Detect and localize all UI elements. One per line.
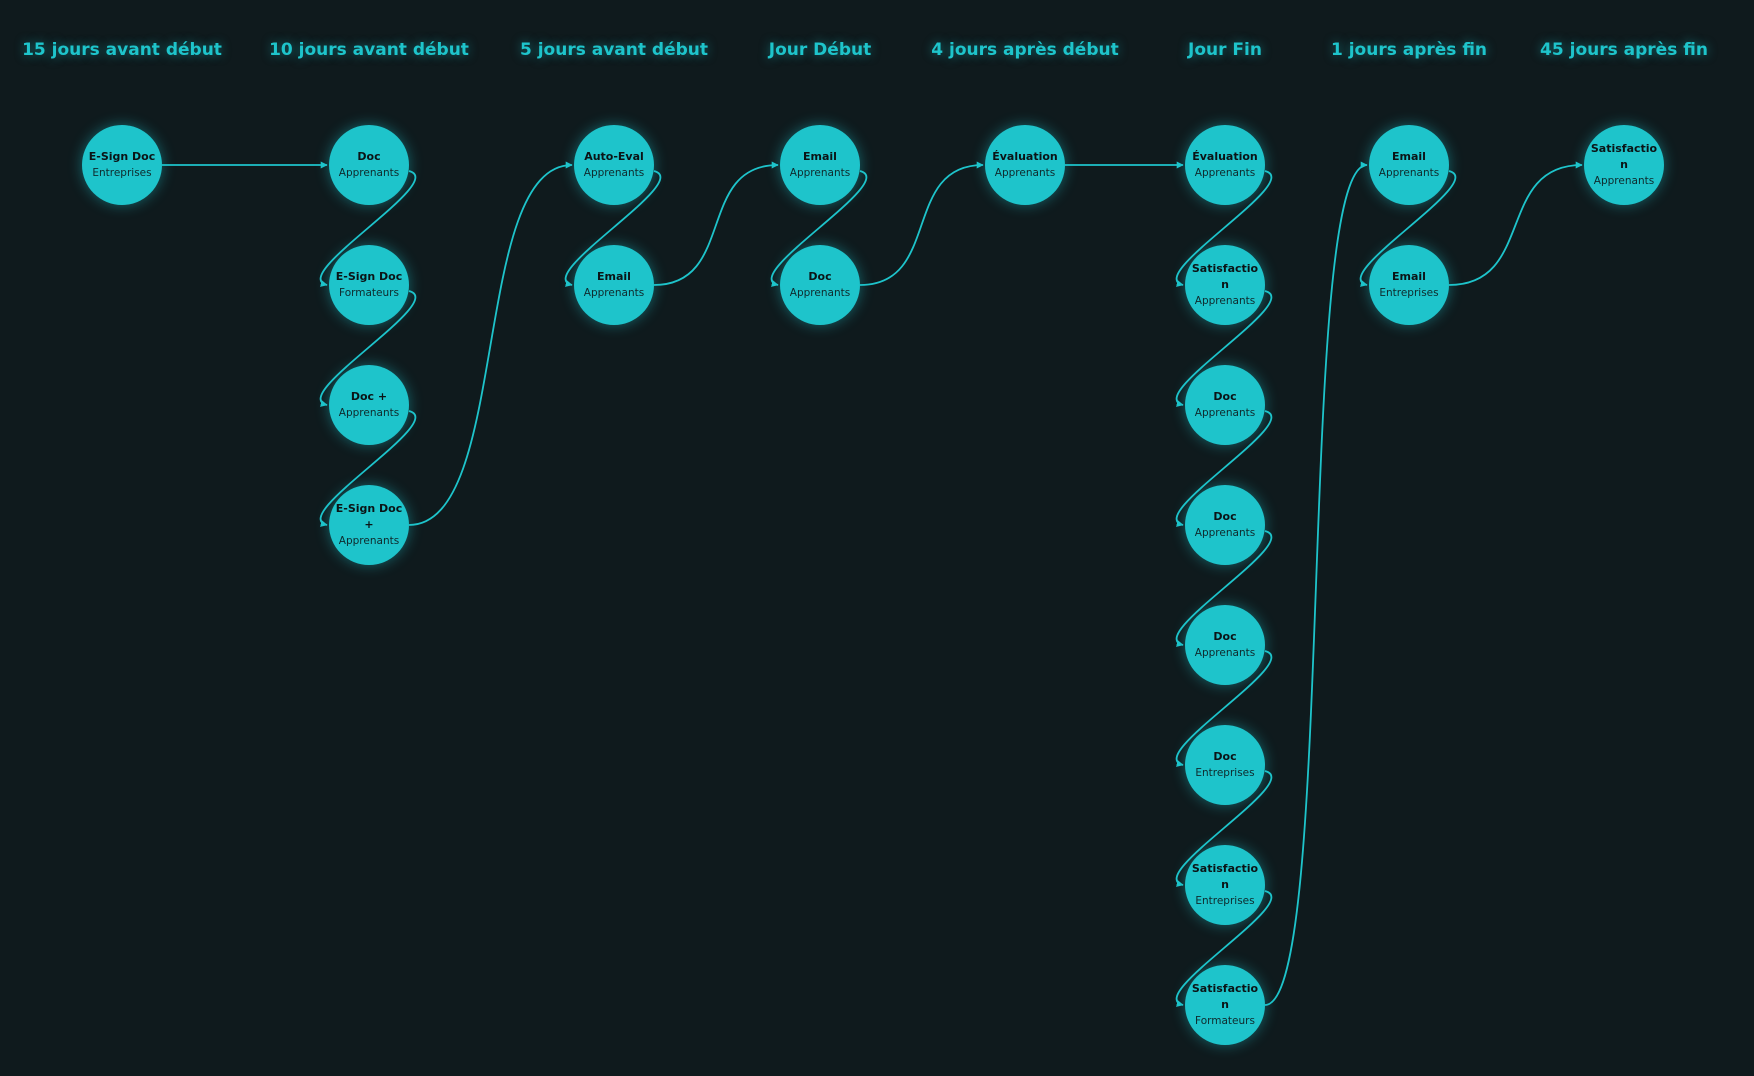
node-subtitle: Apprenants: [338, 167, 400, 179]
flow-edge: [1175, 410, 1273, 527]
flow-edge: [1264, 161, 1368, 1006]
node-title: E-Sign Doc: [335, 270, 403, 283]
flow-edge: [1175, 890, 1273, 1007]
node-subtitle: Entreprises: [92, 167, 152, 179]
node-title: Satisfaction: [1191, 982, 1259, 1011]
node-title: Doc: [1213, 510, 1237, 523]
node-title: Email: [1392, 150, 1426, 163]
flow-edge: [1448, 161, 1583, 286]
node-title: Doc: [1213, 630, 1237, 643]
node-title: Auto-Eval: [584, 150, 644, 163]
column-header: 15 jours avant début: [22, 40, 222, 60]
flow-edge: [319, 170, 417, 287]
flow-edge: [1175, 290, 1273, 407]
flow-edge: [319, 410, 417, 527]
column-header: 4 jours après début: [931, 40, 1119, 60]
node-title: Évaluation: [1192, 150, 1258, 163]
node-subtitle: Entreprises: [1195, 895, 1255, 907]
node-subtitle: Apprenants: [789, 167, 851, 179]
flow-edge: [1175, 530, 1273, 647]
flow-edge: [319, 290, 417, 407]
node-subtitle: Apprenants: [1194, 167, 1256, 179]
node-subtitle: Apprenants: [1194, 295, 1256, 307]
node-subtitle: Formateurs: [1195, 1015, 1255, 1027]
flow-edge: [1175, 170, 1273, 287]
column-header: Jour Début: [768, 40, 872, 60]
node-subtitle: Apprenants: [994, 167, 1056, 179]
flow-node[interactable]: E-Sign Doc + Apprenants: [329, 485, 409, 565]
node-title: E-Sign Doc +: [335, 502, 403, 531]
node-title: Email: [597, 270, 631, 283]
node-subtitle: Formateurs: [339, 287, 399, 299]
node-title: Doc: [1213, 390, 1237, 403]
node-subtitle: Apprenants: [1194, 527, 1256, 539]
flow-edge: [1175, 650, 1273, 767]
node-title: Satisfaction: [1590, 142, 1658, 171]
node-title: Satisfaction: [1191, 262, 1259, 291]
flow-edge: [859, 161, 984, 286]
flow-edge: [408, 161, 573, 526]
flow-edge: [1175, 770, 1273, 887]
node-subtitle: Entreprises: [1195, 767, 1255, 779]
node-title: Doc +: [350, 390, 388, 403]
flow-edge: [1359, 170, 1457, 287]
node-title: Email: [803, 150, 837, 163]
node-subtitle: Apprenants: [1378, 167, 1440, 179]
node-subtitle: Apprenants: [583, 167, 645, 179]
node-title: Évaluation: [992, 150, 1058, 163]
node-title: Doc: [1213, 750, 1237, 763]
node-subtitle: Apprenants: [789, 287, 851, 299]
node-subtitle: Entreprises: [1379, 287, 1439, 299]
node-subtitle: Apprenants: [1194, 647, 1256, 659]
flow-edge: [564, 170, 662, 287]
node-title: Satisfaction: [1191, 862, 1259, 891]
node-subtitle: Apprenants: [583, 287, 645, 299]
flow-edge: [770, 170, 868, 287]
column-header: 10 jours avant début: [269, 40, 469, 60]
node-title: Email: [1392, 270, 1426, 283]
node-title: Doc: [808, 270, 832, 283]
flow-node[interactable]: Doc + Apprenants: [329, 365, 409, 445]
column-header: 5 jours avant début: [519, 40, 709, 60]
node-subtitle: Apprenants: [338, 407, 400, 419]
flow-edge: [653, 161, 779, 286]
node-subtitle: Apprenants: [338, 535, 400, 547]
node-title: E-Sign Doc: [88, 150, 156, 163]
node-subtitle: Apprenants: [1593, 175, 1655, 187]
node-subtitle: Apprenants: [1194, 407, 1256, 419]
node-title: Doc: [357, 150, 381, 163]
column-header: 45 jours après fin: [1540, 40, 1708, 60]
column-header: Jour Fin: [1188, 40, 1262, 60]
column-header: 1 jours après fin: [1330, 40, 1488, 60]
